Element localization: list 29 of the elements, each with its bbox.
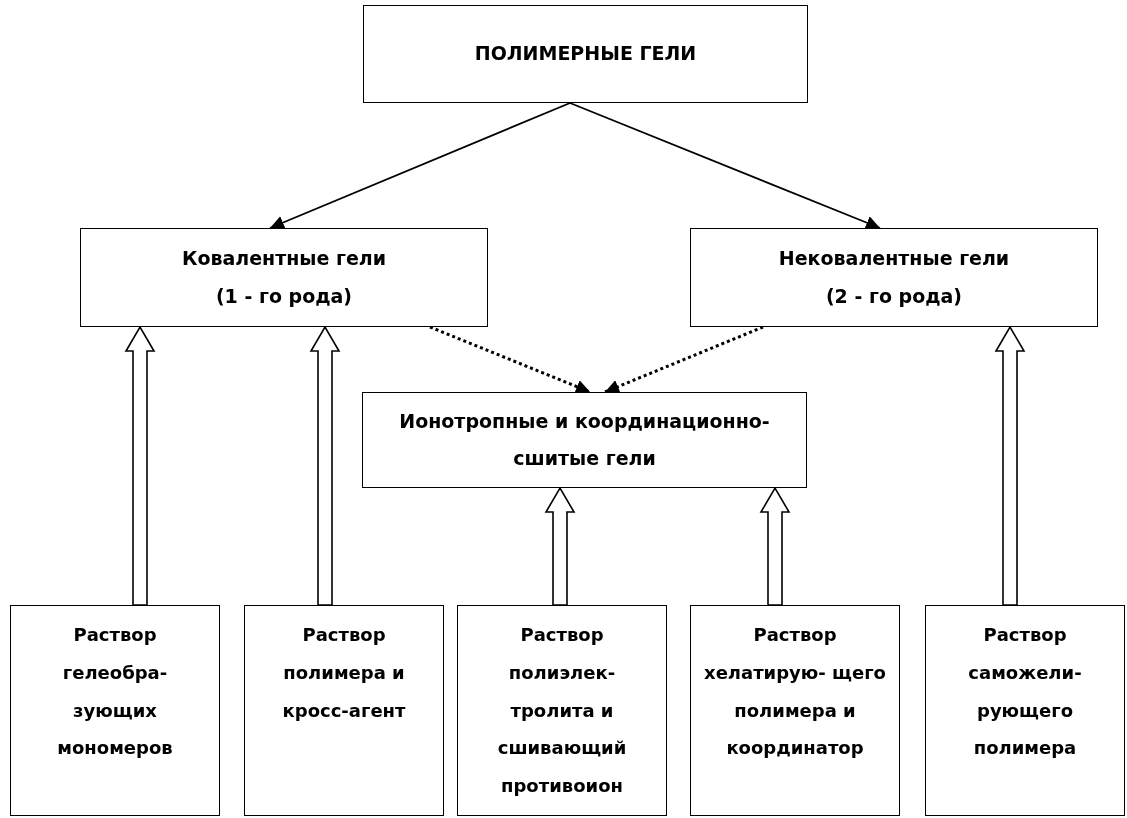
- hollow-arrow: [544, 486, 576, 606]
- node-label: Раствор полиэлек- тролита и сшивающий противоион: [496, 623, 628, 799]
- text-box: [244, 605, 444, 816]
- text-box: [690, 605, 900, 816]
- dotted-arrow: [604, 325, 764, 394]
- text-box: [925, 605, 1125, 816]
- hollow-arrow: [759, 486, 791, 606]
- arrow: [569, 102, 881, 230]
- text-box: [457, 605, 667, 816]
- node-label: Раствор саможели- рующего полимера: [967, 623, 1083, 761]
- text-box: [362, 392, 807, 488]
- node-label: (2 - го рода): [825, 283, 963, 309]
- node-label: Раствор полимера и кросс-агент: [281, 623, 407, 723]
- text-box: [80, 228, 488, 327]
- text-box: [363, 5, 808, 103]
- node-label: Раствор гелеобра- зующих мономеров: [56, 623, 174, 761]
- dotted-arrow: [429, 325, 591, 394]
- text-box: [690, 228, 1098, 327]
- hollow-arrow: [124, 325, 156, 606]
- node-label: Ковалентные гели: [181, 246, 387, 272]
- node-label: Нековалентные гели: [778, 246, 1010, 272]
- hollow-arrow: [309, 325, 341, 606]
- text-box: [10, 605, 220, 816]
- node-label: (1 - го рода): [215, 283, 353, 309]
- node-label: Ионотропные и координационно-сшитые гели: [398, 408, 771, 471]
- hollow-arrow: [994, 325, 1026, 606]
- node-label: ПОЛИМЕРНЫЕ ГЕЛИ: [474, 41, 697, 67]
- node-label: Раствор хелатирую- щего полимера и координатор: [703, 623, 887, 761]
- arrow: [269, 102, 571, 230]
